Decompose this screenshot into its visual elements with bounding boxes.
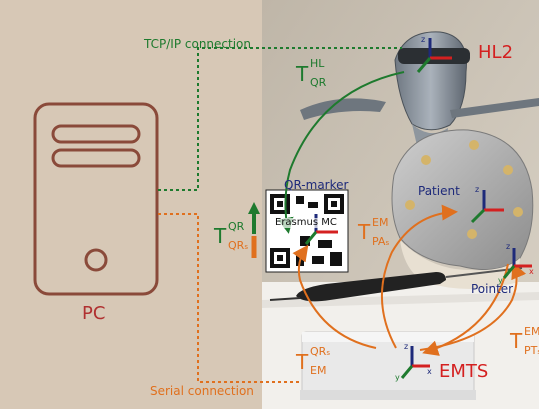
axis-label-z-hl2: z (421, 35, 426, 44)
axis-label-z-emts: z (404, 342, 409, 351)
tcpip-connection-label: TCP/IP connection (144, 37, 251, 51)
hl2-label: HL2 (478, 42, 514, 63)
serial-connection-line (158, 213, 302, 383)
qr-sticker-text: Erasmus MC (275, 217, 337, 228)
transform-qr-qrs: T QR QRs (214, 220, 248, 252)
qr-transform-arrows-icon (248, 202, 260, 258)
axis-label-x-pointer: x (529, 267, 534, 276)
hl2-coordinate-frame-icon (416, 38, 452, 73)
axis-label-y-emts: y (395, 373, 400, 382)
transform-qrs-em: T QRs EM (296, 345, 330, 377)
arc-hl-to-qr (277, 71, 405, 234)
skull-phantom (391, 129, 534, 289)
patient-label: Patient (418, 184, 460, 198)
table-front-edge (262, 292, 539, 308)
axis-label-z-pointer: z (506, 242, 511, 251)
transform-hl-qr: T HL QR (296, 57, 327, 89)
arc-em-to-qr (292, 244, 377, 349)
emts-label: EMTS (439, 361, 489, 382)
qr-marker-label: QR-marker (284, 178, 349, 192)
transform-em-pts: T EM PTs (510, 325, 539, 357)
pointer-coordinate-frame-icon (502, 248, 532, 279)
axis-label-x-emts: x (427, 367, 432, 376)
arc-em-to-pointer (419, 262, 527, 351)
tcpip-connection-line (158, 47, 402, 191)
axis-label-y-pointer: y (498, 276, 503, 285)
emts-coordinate-frame-icon (400, 346, 430, 379)
pc-tower-icon (33, 102, 159, 296)
axis-label-z-patient: z (475, 185, 480, 194)
transform-em-pas: T EM PAs (358, 216, 390, 248)
pointer-label: Pointer (471, 282, 514, 296)
patient-coordinate-frame-icon (470, 190, 504, 224)
arc-em-to-patient (380, 204, 458, 349)
left-panel (0, 0, 262, 409)
serial-connection-label: Serial connection (150, 384, 254, 398)
pc-label: PC (82, 303, 106, 324)
